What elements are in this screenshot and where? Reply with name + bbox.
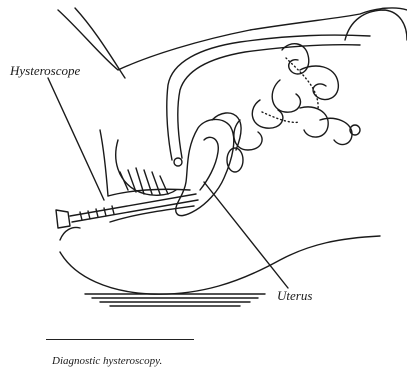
- hysteroscope-leader: [48, 78, 104, 200]
- body-outline-upper: [58, 8, 407, 70]
- bowel-loop-3: [272, 80, 300, 112]
- rectum-outline-inner: [178, 45, 360, 158]
- ovary: [227, 148, 243, 172]
- hysteroscope-shaft-2: [72, 200, 198, 222]
- hysteroscope-eyepiece: [56, 210, 70, 228]
- caption-divider: [46, 339, 194, 340]
- rectum-outline: [167, 35, 370, 160]
- uterus-cavity: [200, 137, 218, 190]
- bowel-loop-6: [320, 118, 352, 144]
- bowel-loop-5: [300, 107, 328, 137]
- uterus-outer: [176, 119, 234, 215]
- uterus-label: Uterus: [277, 288, 312, 304]
- hysteroscope-label: Hysteroscope: [10, 63, 80, 79]
- buttock-outline: [60, 236, 380, 294]
- figure-caption: Diagnostic hysteroscopy.: [52, 355, 162, 367]
- back-contour: [75, 8, 125, 78]
- rectum-tip: [174, 158, 182, 166]
- lower-contour: [60, 228, 80, 241]
- thigh-contour: [100, 130, 108, 196]
- bladder-outline: [116, 140, 176, 195]
- uterus-leader: [204, 182, 288, 288]
- bowel-loop-4: [252, 100, 283, 128]
